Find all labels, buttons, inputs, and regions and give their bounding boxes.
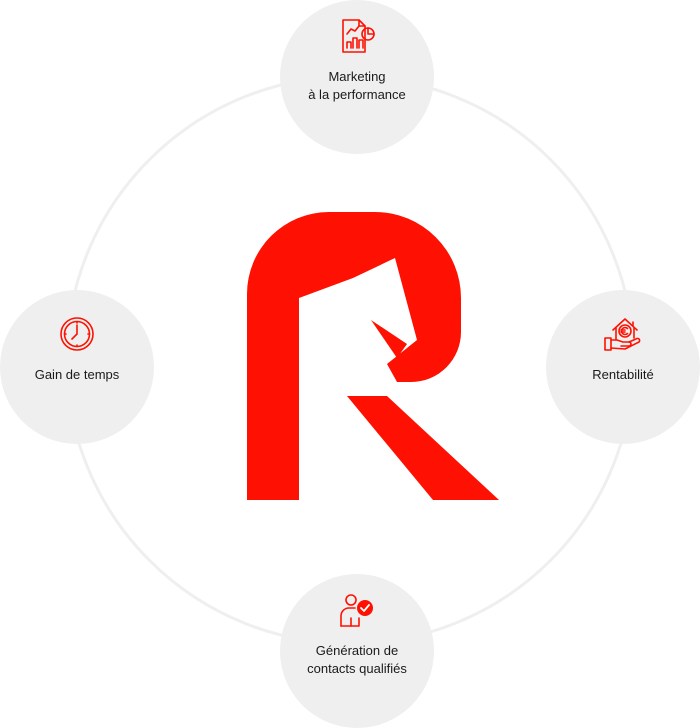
house-euro-hand-icon <box>604 318 641 351</box>
benefit-performance-marketing: Marketing à la performance <box>280 0 434 154</box>
benefit-label: Marketing à la performance <box>308 69 406 102</box>
horse-r-logo <box>247 212 499 500</box>
benefit-label: Rentabilité <box>592 367 654 382</box>
user-check-icon <box>340 594 373 627</box>
clock-icon <box>60 317 94 351</box>
benefit-time-saving: Gain de temps <box>0 290 154 444</box>
benefit-label: Gain de temps <box>34 367 120 382</box>
benefit-profitability: Rentabilité <box>546 290 700 444</box>
benefit-qualified-leads: Génération de contacts qualifiés <box>280 574 434 728</box>
benefit-label: Génération de contacts qualifiés <box>307 643 407 676</box>
check-badge <box>357 600 373 616</box>
report-chart-icon <box>342 19 375 53</box>
